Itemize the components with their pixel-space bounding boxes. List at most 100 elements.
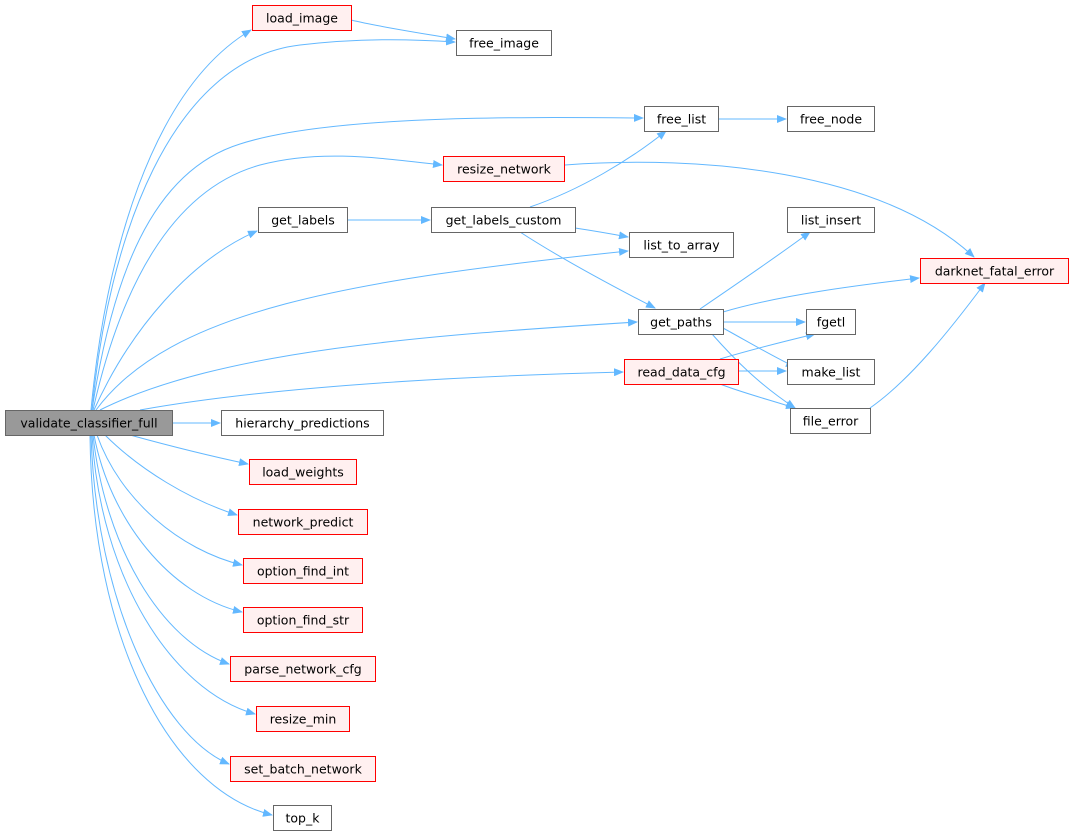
node-get-labels-custom[interactable]: get_labels_custom bbox=[431, 207, 576, 233]
node-make-list[interactable]: make_list bbox=[787, 359, 875, 385]
node-get-labels[interactable]: get_labels bbox=[258, 207, 348, 233]
node-label: option_find_int bbox=[257, 564, 349, 579]
node-free-node[interactable]: free_node bbox=[787, 106, 875, 132]
node-box[interactable] bbox=[456, 30, 552, 56]
node-list-to-array[interactable]: list_to_array bbox=[629, 232, 734, 258]
node-network-predict[interactable]: network_predict bbox=[238, 509, 368, 535]
edge-validate-classifier-full-to-load-weights bbox=[129, 434, 249, 467]
node-label: list_to_array bbox=[643, 238, 720, 253]
edge-get-paths-to-darknet-fatal-error bbox=[722, 275, 920, 313]
node-label: get_labels_custom bbox=[446, 213, 562, 228]
node-label: option_find_str bbox=[257, 613, 350, 628]
node-resize-min[interactable]: resize_min bbox=[256, 706, 350, 732]
node-file-error[interactable]: file_error bbox=[790, 408, 871, 434]
edge-file-error-to-darknet-fatal-error bbox=[869, 282, 986, 409]
node-box[interactable] bbox=[221, 410, 384, 436]
edge-get-paths-to-list-insert bbox=[699, 231, 811, 310]
node-box[interactable] bbox=[624, 359, 739, 385]
node-label: free_image bbox=[469, 36, 539, 51]
node-label: list_insert bbox=[801, 213, 861, 228]
node-label: load_image bbox=[266, 11, 338, 26]
node-hierarchy-predictions[interactable]: hierarchy_predictions bbox=[221, 410, 384, 436]
node-fgetl[interactable]: fgetl bbox=[806, 309, 856, 335]
node-label: network_predict bbox=[253, 515, 354, 530]
edge-validate-classifier-full-to-load-image bbox=[90, 29, 252, 411]
node-label: parse_network_cfg bbox=[244, 662, 361, 677]
node-box[interactable] bbox=[243, 607, 363, 633]
edge-validate-classifier-full-to-resize-network bbox=[92, 155, 443, 411]
node-box[interactable] bbox=[787, 207, 875, 233]
node-label: top_k bbox=[286, 811, 321, 826]
node-box[interactable] bbox=[256, 706, 350, 732]
node-box[interactable] bbox=[431, 207, 576, 233]
node-option-find-str[interactable]: option_find_str bbox=[243, 607, 363, 633]
edge-resize-network-to-darknet-fatal-error bbox=[564, 161, 975, 258]
edge-load-image-to-free-image bbox=[350, 19, 456, 42]
edge-validate-classifier-full-to-top-k bbox=[89, 434, 273, 817]
node-box[interactable] bbox=[806, 309, 856, 335]
node-box[interactable] bbox=[638, 309, 724, 335]
node-box[interactable] bbox=[273, 805, 332, 831]
node-box[interactable] bbox=[5, 410, 173, 436]
node-box[interactable] bbox=[787, 359, 875, 385]
node-box[interactable] bbox=[790, 408, 871, 434]
node-label: free_node bbox=[800, 112, 862, 127]
node-top-k[interactable]: top_k bbox=[273, 805, 332, 831]
node-get-paths[interactable]: get_paths bbox=[638, 309, 724, 335]
node-box[interactable] bbox=[629, 232, 734, 258]
node-label: load_weights bbox=[262, 465, 344, 480]
node-box[interactable] bbox=[252, 5, 352, 31]
node-darknet-fatal-error[interactable]: darknet_fatal_error bbox=[920, 258, 1069, 284]
edge-get-labels-custom-to-get-paths bbox=[519, 231, 656, 309]
node-option-find-int[interactable]: option_find_int bbox=[243, 558, 363, 584]
edge-validate-classifier-full-to-get-labels bbox=[93, 230, 258, 411]
node-read-data-cfg[interactable]: read_data_cfg bbox=[624, 359, 739, 385]
node-box[interactable] bbox=[258, 207, 348, 233]
edge-validate-classifier-full-to-parse-network-cfg bbox=[92, 434, 230, 665]
node-box[interactable] bbox=[230, 756, 376, 782]
node-free-image[interactable]: free_image bbox=[456, 30, 552, 56]
edge-validate-classifier-full-to-option-find-str bbox=[93, 434, 243, 614]
edge-validate-classifier-full-to-resize-min bbox=[91, 434, 256, 716]
node-label: read_data_cfg bbox=[637, 365, 725, 380]
edge-get-labels-custom-to-free-list bbox=[529, 130, 667, 208]
edges-layer bbox=[89, 19, 986, 817]
node-label: get_paths bbox=[650, 315, 712, 330]
nodes-layer: validate_classifier_full load_image free_i… bbox=[5, 5, 1069, 831]
edge-validate-classifier-full-to-get-paths bbox=[99, 318, 638, 411]
node-validate-classifier-full[interactable]: validate_classifier_full bbox=[5, 410, 173, 436]
edge-validate-classifier-full-to-free-image bbox=[91, 37, 456, 411]
node-label: validate_classifier_full bbox=[20, 416, 157, 431]
node-load-image[interactable]: load_image bbox=[252, 5, 352, 31]
node-set-batch-network[interactable]: set_batch_network bbox=[230, 756, 376, 782]
node-label: make_list bbox=[802, 365, 861, 380]
edge-validate-classifier-full-to-option-find-int bbox=[96, 434, 243, 567]
edge-validate-classifier-full-to-read-data-cfg bbox=[139, 368, 624, 411]
node-box[interactable] bbox=[787, 106, 875, 132]
node-list-insert[interactable]: list_insert bbox=[787, 207, 875, 233]
node-label: hierarchy_predictions bbox=[235, 416, 369, 431]
node-box[interactable] bbox=[230, 656, 376, 682]
node-free-list[interactable]: free_list bbox=[644, 106, 719, 132]
node-box[interactable] bbox=[243, 558, 363, 584]
node-box[interactable] bbox=[443, 156, 565, 182]
node-resize-network[interactable]: resize_network bbox=[443, 156, 565, 182]
node-box[interactable] bbox=[644, 106, 719, 132]
edge-get-labels-custom-to-list-to-array bbox=[574, 227, 629, 240]
node-load-weights[interactable]: load_weights bbox=[249, 459, 357, 485]
edge-validate-classifier-full-to-network-predict bbox=[104, 434, 238, 517]
node-box[interactable] bbox=[249, 459, 357, 485]
edge-get-paths-to-file-error bbox=[711, 333, 796, 409]
node-box[interactable] bbox=[920, 258, 1069, 284]
node-label: set_batch_network bbox=[244, 762, 362, 777]
edge-validate-classifier-full-to-list-to-array bbox=[95, 247, 629, 411]
edge-read-data-cfg-to-file-error bbox=[719, 383, 796, 410]
node-label: free_list bbox=[657, 112, 706, 127]
node-label: get_labels bbox=[271, 213, 335, 228]
node-parse-network-cfg[interactable]: parse_network_cfg bbox=[230, 656, 376, 682]
edge-validate-classifier-full-to-free-list bbox=[91, 113, 644, 411]
node-label: resize_network bbox=[457, 162, 552, 177]
node-label: darknet_fatal_error bbox=[935, 264, 1055, 279]
node-box[interactable] bbox=[238, 509, 368, 535]
